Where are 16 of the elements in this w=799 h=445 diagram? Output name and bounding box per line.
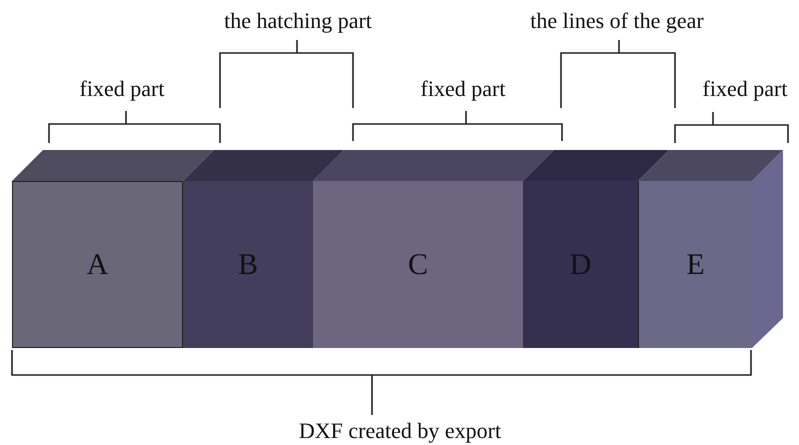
block-segment — [523, 181, 638, 348]
block-segment — [638, 181, 752, 348]
segment-letter: C — [408, 248, 428, 282]
segment-letter: A — [86, 248, 108, 282]
segment-letter: B — [238, 248, 258, 282]
block-segment — [313, 181, 523, 348]
block-segment — [183, 181, 313, 348]
block-segment — [12, 181, 183, 348]
bracket-label: fixed part — [702, 78, 788, 100]
bracket-label: the lines of the gear — [530, 10, 704, 32]
bracket-label: fixed part — [80, 78, 164, 100]
segment-letter: E — [686, 248, 705, 282]
bracket-label: the hatching part — [224, 10, 372, 32]
segment-letter: D — [570, 248, 592, 282]
caption-text: DXF created by export — [298, 420, 502, 442]
bracket-label: fixed part — [420, 78, 506, 100]
